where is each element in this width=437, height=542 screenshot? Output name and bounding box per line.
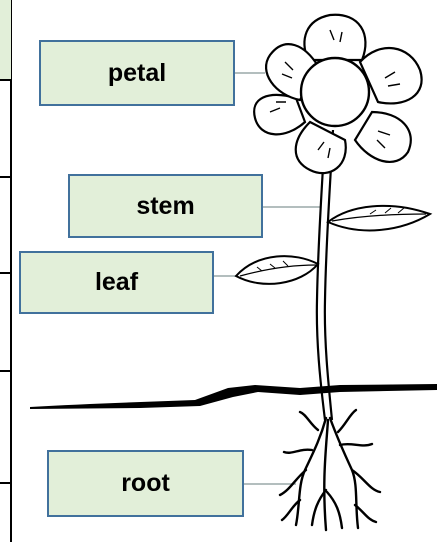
label-leaf-text: leaf <box>95 268 138 297</box>
ground-line <box>30 384 437 409</box>
label-petal: petal <box>39 40 235 106</box>
label-root-text: root <box>121 469 170 498</box>
label-root: root <box>47 450 244 517</box>
right-leaf-drawing <box>328 206 430 231</box>
label-stem-text: stem <box>136 192 194 221</box>
label-stem: stem <box>68 174 263 238</box>
flower-center-drawing <box>301 58 369 126</box>
label-petal-text: petal <box>108 59 166 88</box>
roots-drawing <box>280 410 380 530</box>
label-leaf: leaf <box>19 251 214 314</box>
left-leaf-drawing <box>236 256 318 284</box>
